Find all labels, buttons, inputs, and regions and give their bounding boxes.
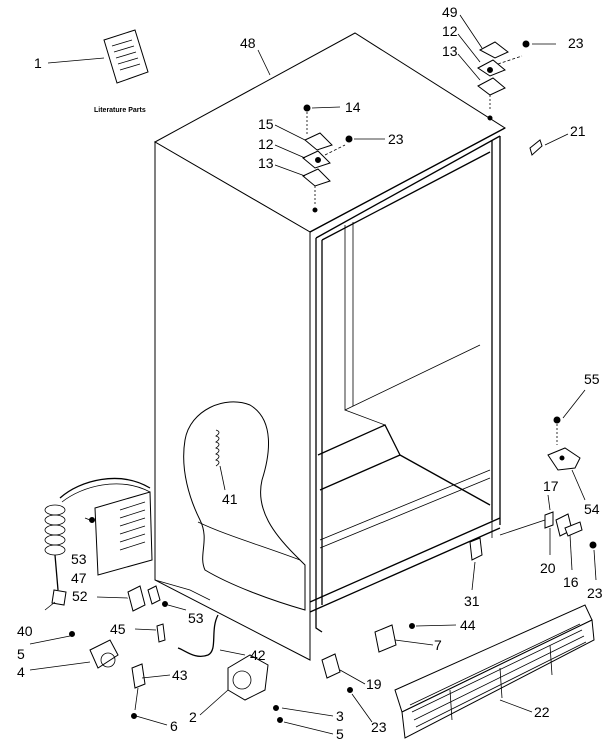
callout-54: 54	[584, 501, 600, 517]
bracket-7	[374, 623, 415, 653]
callout-48: 48	[240, 35, 256, 51]
compressor-part-4	[69, 631, 119, 669]
callout-17: 17	[543, 478, 559, 494]
callout-12-mid: 12	[258, 136, 274, 152]
callout-1: 1	[34, 55, 42, 71]
callout-23-bottom: 23	[371, 719, 387, 735]
clip-21	[529, 139, 543, 156]
callout-2: 2	[189, 709, 197, 725]
callout-13-mid: 13	[258, 155, 274, 171]
callout-47: 47	[71, 570, 87, 586]
callout-13-top: 13	[442, 43, 458, 59]
callout-15: 15	[258, 116, 274, 132]
callout-4: 4	[17, 664, 25, 680]
callout-55: 55	[584, 371, 600, 387]
callout-53-center: 53	[188, 610, 204, 626]
callout-43: 43	[172, 667, 188, 683]
upper-hinge-right	[477, 40, 530, 121]
literature-parts-label: Literature Parts	[94, 107, 146, 114]
power-cord	[44, 477, 151, 606]
wire-harness	[177, 614, 219, 657]
callout-5-left: 5	[17, 646, 25, 662]
callout-49: 49	[442, 4, 458, 20]
callout-31: 31	[464, 593, 480, 609]
callout-23-right: 23	[587, 585, 603, 601]
callout-45: 45	[110, 621, 126, 637]
callout-12-top: 12	[442, 23, 458, 39]
callout-41: 41	[222, 491, 238, 507]
bracket-43	[131, 663, 146, 719]
callout-14: 14	[345, 99, 361, 115]
callout-52: 52	[72, 588, 88, 604]
relay-box	[89, 491, 153, 576]
upper-hinge-left	[302, 104, 353, 213]
bracket-assembly	[499, 511, 597, 549]
bracket-19	[321, 653, 353, 693]
callout-16: 16	[563, 574, 579, 590]
clip-45	[156, 623, 166, 643]
callout-6: 6	[170, 718, 178, 734]
callout-23-top: 23	[568, 35, 584, 51]
callout-7: 7	[434, 637, 442, 653]
callout-3: 3	[336, 708, 344, 724]
literature-card: Literature Parts	[94, 29, 149, 114]
callout-19: 19	[366, 676, 382, 692]
callout-53-left: 53	[71, 551, 87, 567]
callout-20: 20	[540, 560, 556, 576]
callout-40: 40	[17, 623, 33, 639]
callout-22: 22	[534, 704, 550, 720]
callout-23-mid: 23	[388, 131, 404, 147]
callout-21: 21	[570, 123, 586, 139]
leader-lines	[29, 14, 597, 735]
cabinet	[153, 32, 506, 661]
compressor-bracket	[127, 585, 168, 612]
toe-grille	[394, 604, 595, 739]
callout-5-bottom: 5	[336, 726, 344, 742]
callouts: 1 48 49 12 13 23 14 15 12 23 13 21 55 41…	[17, 4, 603, 742]
spring-41	[215, 429, 220, 467]
motor-assembly	[227, 654, 283, 723]
switch-31	[469, 537, 483, 561]
callout-44: 44	[460, 617, 476, 633]
callout-42: 42	[250, 647, 266, 663]
lower-hinge	[547, 416, 581, 471]
